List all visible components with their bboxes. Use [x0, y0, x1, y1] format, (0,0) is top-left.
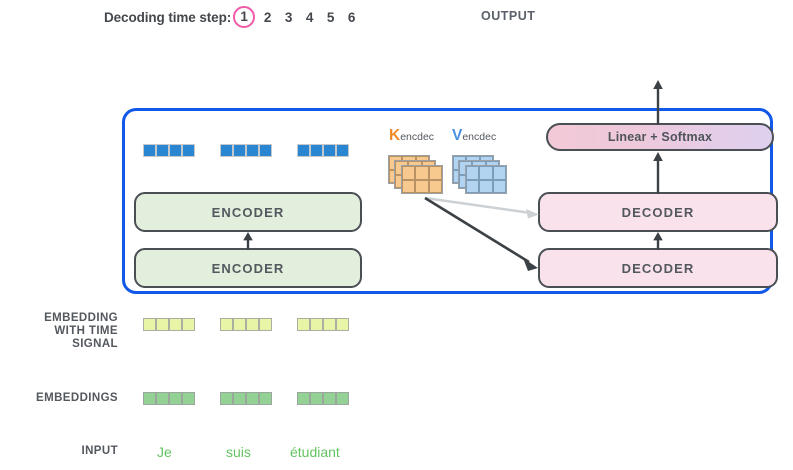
time-signal-vector-2	[220, 318, 272, 331]
decoder-to-decoder-arrow	[649, 232, 667, 250]
decoder-block-bottom[interactable]: DECODER	[538, 248, 778, 288]
encoder-output-vector-1	[143, 144, 195, 157]
time-signal-vector-1	[143, 318, 195, 331]
input-token-2: suis	[226, 444, 251, 460]
input-token-3: étudiant	[290, 444, 340, 460]
kv-to-decoder-bottom-arrow	[424, 196, 545, 278]
encoder-block-bottom[interactable]: ENCODER	[134, 248, 362, 288]
decoding-time-step-selector[interactable]: Decoding time step: 1 2 3 4 5 6	[104, 6, 362, 28]
k-matrix-sheet-front	[401, 165, 443, 194]
encoder-output-vector-3	[297, 144, 349, 157]
embedding-with-time-signal-label: EMBEDDING WITH TIME SIGNAL	[4, 312, 118, 351]
time-step-5[interactable]: 5	[326, 9, 335, 25]
v-subscript: encdec	[462, 131, 497, 143]
v-encdec-label: Vencdec	[452, 127, 496, 145]
decoder-block-top[interactable]: DECODER	[538, 192, 778, 232]
v-encdec-matrix-stack	[452, 155, 508, 195]
linear-softmax-block[interactable]: Linear + Softmax	[546, 123, 774, 151]
embedding-time-signal-line-1: EMBEDDING	[44, 312, 118, 324]
output-label: OUTPUT	[481, 9, 536, 23]
embedding-time-signal-line-2: WITH TIME	[54, 325, 118, 337]
v-symbol: V	[452, 127, 463, 144]
decoding-time-step-label: Decoding time step:	[104, 9, 232, 25]
time-step-3[interactable]: 3	[284, 9, 293, 25]
input-token-1: Je	[157, 444, 172, 460]
embedding-vector-1	[143, 392, 195, 405]
time-step-6[interactable]: 6	[347, 9, 356, 25]
k-subscript: encdec	[400, 131, 435, 143]
kv-to-decoder-top-arrow	[424, 196, 545, 220]
time-step-4[interactable]: 4	[305, 9, 314, 25]
embedding-vector-2	[220, 392, 272, 405]
encoder-block-top[interactable]: ENCODER	[134, 192, 362, 232]
time-signal-vector-3	[297, 318, 349, 331]
time-step-1[interactable]: 1	[233, 6, 256, 28]
k-encdec-label: Kencdec	[389, 127, 434, 145]
embedding-time-signal-line-3: SIGNAL	[72, 338, 118, 350]
input-label: INPUT	[81, 445, 118, 457]
k-symbol: K	[389, 127, 401, 144]
output-arrow	[649, 80, 667, 125]
k-encdec-matrix-stack	[388, 155, 444, 195]
time-step-2[interactable]: 2	[263, 9, 272, 25]
encoder-output-vector-2	[220, 144, 272, 157]
embedding-vector-3	[297, 392, 349, 405]
decoder-to-linear-softmax-arrow	[649, 152, 667, 194]
encoder-to-encoder-arrow	[239, 232, 257, 250]
v-matrix-sheet-front	[465, 165, 507, 194]
embeddings-label: EMBEDDINGS	[36, 392, 118, 404]
